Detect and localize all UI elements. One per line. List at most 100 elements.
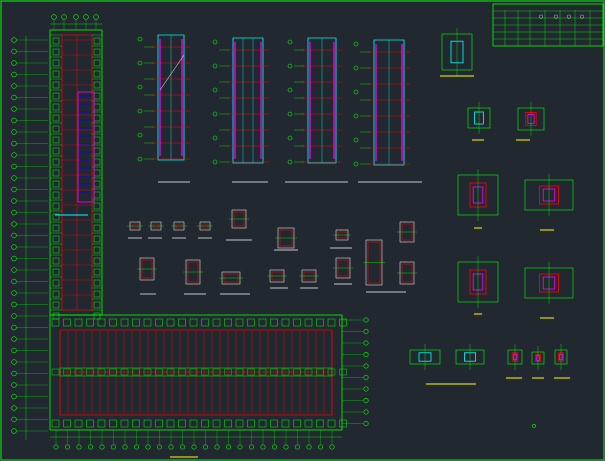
right-column-details[interactable]	[409, 28, 574, 385]
level-bubble	[353, 65, 359, 71]
axis-bubble-left	[11, 232, 17, 239]
room-unit	[166, 318, 175, 327]
column-detail[interactable]	[457, 169, 499, 229]
room-unit	[52, 48, 60, 56]
room-unit	[52, 290, 60, 298]
room-unit	[86, 419, 94, 428]
level-bubble	[137, 132, 143, 138]
column-detail[interactable]	[516, 102, 545, 141]
axis-bubble-right	[363, 340, 369, 346]
room-unit	[52, 235, 60, 243]
axis-bubble-top	[83, 14, 89, 20]
room-unit	[97, 419, 106, 428]
elevation-view[interactable]	[137, 34, 190, 162]
plan-view-bottom-wing[interactable]	[49, 314, 369, 458]
section-detail[interactable]	[330, 229, 352, 249]
column-detail[interactable]	[524, 262, 574, 319]
axis-bubble-left	[11, 186, 17, 193]
plan-view-left-wing[interactable]	[11, 14, 103, 440]
section-detail[interactable]	[219, 271, 250, 295]
section-detail[interactable]	[267, 269, 288, 289]
room-unit	[120, 419, 129, 428]
room-unit	[293, 419, 301, 428]
room-unit	[52, 191, 60, 199]
section-detail[interactable]	[363, 239, 406, 293]
axis-bubble-top	[51, 14, 57, 20]
level-bubble	[287, 63, 293, 69]
diagonal-brace	[159, 54, 185, 91]
axis-bubble-bottom	[65, 444, 71, 450]
axis-bubble-left	[11, 313, 17, 319]
elevation-views[interactable]	[137, 34, 422, 183]
room-unit	[327, 368, 336, 376]
axis-bubble-top	[61, 14, 67, 20]
room-unit	[235, 318, 244, 327]
section-detail[interactable]	[333, 257, 353, 285]
section-detail[interactable]	[171, 221, 187, 239]
axis-bubble-bottom	[203, 444, 209, 450]
section-detail[interactable]	[299, 269, 319, 289]
elevation-view[interactable]	[212, 37, 269, 165]
level-bubble	[212, 159, 218, 165]
section-details[interactable]	[127, 209, 417, 295]
elevation-outline	[232, 37, 264, 164]
room-unit	[109, 419, 117, 428]
room-unit	[316, 368, 324, 376]
room-unit	[93, 213, 101, 221]
room-unit	[52, 246, 60, 254]
room-unit	[52, 301, 60, 309]
axis-bubble-bottom	[271, 444, 277, 450]
room-unit	[93, 224, 101, 232]
section-detail[interactable]	[183, 259, 206, 295]
room-unit	[93, 92, 101, 100]
column-detail[interactable]	[554, 344, 570, 379]
section-detail[interactable]	[397, 221, 417, 243]
axis-bubble-left	[11, 94, 17, 101]
column-detail[interactable]	[457, 256, 499, 315]
elevation-view[interactable]	[287, 37, 342, 165]
room-unit	[212, 419, 221, 428]
room-unit	[327, 419, 336, 428]
room-unit	[166, 368, 175, 376]
section-detail[interactable]	[226, 209, 252, 241]
axis-bubble-bottom	[99, 444, 105, 450]
room-unit	[132, 419, 140, 428]
axis-bubble-left	[11, 359, 17, 365]
section-detail[interactable]	[197, 221, 213, 239]
title-marker: ○	[567, 14, 571, 20]
title-block-table[interactable]	[492, 3, 604, 47]
axis-bubble-bottom	[294, 444, 300, 450]
column-detail[interactable]	[467, 102, 491, 141]
elevation-view[interactable]	[353, 39, 410, 167]
level-bubble	[212, 39, 218, 45]
room-unit	[86, 318, 94, 327]
room-unit	[52, 279, 60, 287]
stair-highlight	[77, 91, 95, 203]
section-detail[interactable]	[148, 221, 164, 239]
section-detail[interactable]	[274, 227, 298, 251]
column-detail[interactable]	[455, 344, 485, 385]
axis-bubble-right	[363, 386, 369, 392]
axis-bubble-bottom	[317, 444, 323, 450]
column-detail[interactable]	[531, 346, 545, 379]
axis-bubble-left	[11, 405, 17, 411]
column-detail[interactable]	[506, 344, 523, 379]
room-unit	[155, 419, 163, 428]
column-detail[interactable]	[440, 28, 474, 77]
level-bubble	[137, 108, 143, 114]
axis-bubble-bottom	[214, 444, 220, 450]
room-unit	[316, 318, 324, 327]
room-unit	[86, 368, 94, 376]
room-unit	[52, 147, 60, 155]
column-detail[interactable]	[524, 174, 574, 231]
section-detail[interactable]	[397, 261, 417, 285]
section-detail[interactable]	[127, 221, 143, 239]
room-unit	[63, 318, 71, 327]
axis-bubble-bottom	[191, 444, 197, 450]
room-unit	[52, 59, 60, 67]
room-unit	[178, 318, 186, 327]
section-detail[interactable]	[137, 257, 157, 295]
room-unit	[212, 368, 221, 376]
room-unit	[52, 114, 60, 122]
